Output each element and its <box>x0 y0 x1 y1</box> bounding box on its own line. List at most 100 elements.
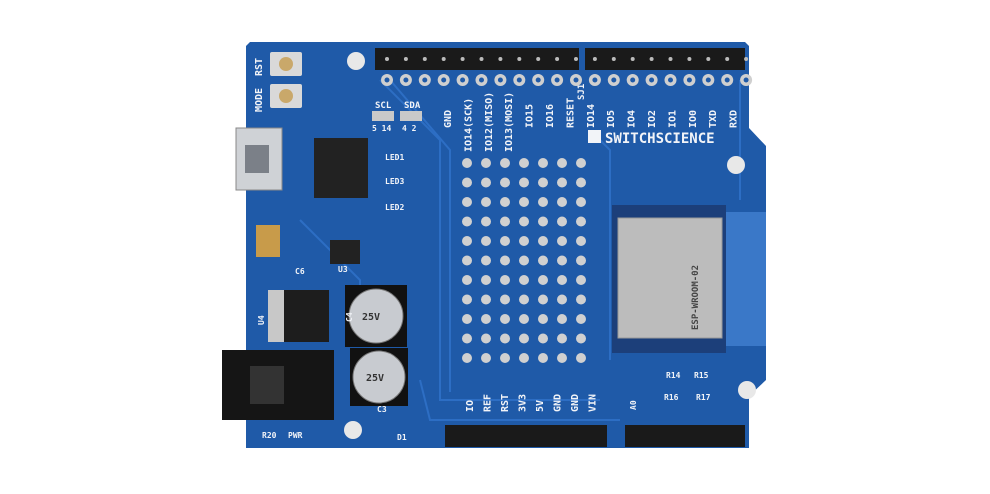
top-pin-label: IO16 <box>545 104 556 128</box>
header-pin <box>385 57 389 61</box>
proto-hole <box>576 197 586 207</box>
led1-label: LED1 <box>385 153 404 162</box>
proto-hole <box>462 314 472 324</box>
r14-label: R14 <box>666 371 681 380</box>
proto-hole <box>519 275 529 285</box>
mounting-hole <box>347 52 365 70</box>
header-pin <box>422 57 427 61</box>
bottom-header-right <box>625 425 745 447</box>
pin-pad-hole <box>705 77 711 83</box>
brand-logo: SWITCHSCIENCE <box>605 131 715 147</box>
proto-hole <box>557 158 567 168</box>
proto-hole <box>500 197 510 207</box>
capacitor-c3 <box>352 350 406 404</box>
bottom-header-left <box>445 425 607 447</box>
proto-hole <box>557 333 567 344</box>
u4-label: U4 <box>257 315 266 325</box>
pin-pad-hole <box>441 77 447 83</box>
usb-serial-chip <box>314 138 368 198</box>
proto-hole <box>500 294 510 305</box>
proto-hole <box>500 177 510 188</box>
top-pin-label: IO2 <box>647 110 658 128</box>
proto-hole <box>481 216 491 227</box>
pwr-label: PWR <box>288 431 303 440</box>
header-pin <box>630 57 635 61</box>
pin-pad-hole <box>668 77 673 83</box>
top-pin-label: RXD <box>729 110 740 128</box>
proto-hole <box>538 353 548 363</box>
proto-hole <box>576 158 586 168</box>
pin-pad-hole <box>403 77 409 83</box>
proto-hole <box>481 158 491 168</box>
proto-hole <box>576 333 586 344</box>
header-pin <box>498 57 503 61</box>
proto-hole <box>538 275 548 285</box>
header-pin <box>611 57 616 61</box>
header-pin <box>517 57 522 61</box>
proto-hole <box>500 353 510 363</box>
mode-button-cap <box>279 89 293 103</box>
a0-label: A0 <box>629 400 638 410</box>
proto-hole <box>500 255 510 266</box>
pin-pads <box>381 57 753 86</box>
header-pin <box>479 57 484 61</box>
pin-pad-hole <box>724 77 730 83</box>
pin-pad-hole <box>497 77 503 83</box>
proto-hole <box>481 275 491 285</box>
proto-hole <box>538 255 548 266</box>
sda-pins-label: 4 2 <box>402 124 417 133</box>
sda-label: SDA <box>404 101 421 111</box>
r20-label: R20 <box>262 431 277 440</box>
esp-wroom-02-shield <box>617 217 723 339</box>
capacitor-c3-text: 25V <box>366 373 384 384</box>
top-pin-label: GND <box>443 110 454 128</box>
brand-logo-icon <box>588 130 601 143</box>
proto-hole <box>576 314 586 324</box>
mounting-hole <box>344 421 362 439</box>
header-pin <box>744 57 749 61</box>
r15-label: R15 <box>694 371 709 380</box>
proto-grid <box>462 158 586 363</box>
proto-hole <box>462 275 472 285</box>
header-pin <box>649 57 654 61</box>
top-pin-label: IO15 <box>525 104 536 128</box>
proto-hole <box>557 294 567 305</box>
proto-hole <box>481 255 491 266</box>
proto-hole <box>481 177 491 188</box>
pin-pad-hole <box>554 77 560 83</box>
top-pin-label: IO1 <box>667 110 678 128</box>
proto-hole <box>481 236 491 246</box>
scl-jumper <box>372 111 394 121</box>
pin-pad-hole <box>611 77 617 83</box>
proto-hole <box>557 353 567 363</box>
proto-hole <box>519 197 529 207</box>
proto-hole <box>462 333 472 344</box>
reset-button-cap <box>279 57 293 71</box>
proto-hole <box>500 275 510 285</box>
r17-label: R17 <box>696 393 711 402</box>
proto-hole <box>462 353 472 363</box>
proto-hole <box>500 158 510 168</box>
proto-hole <box>481 197 491 207</box>
header-pin <box>403 57 408 61</box>
header-pin <box>441 57 446 61</box>
proto-hole <box>519 333 529 344</box>
proto-hole <box>462 158 472 168</box>
c4-label: C4 <box>345 312 354 322</box>
led3-label: LED3 <box>385 177 404 186</box>
proto-hole <box>576 275 586 285</box>
top-header-right <box>585 48 745 70</box>
mounting-hole <box>738 381 756 399</box>
top-header-left <box>375 48 579 70</box>
rst-label: RST <box>254 58 265 76</box>
proto-hole <box>500 333 510 344</box>
led2-label: LED2 <box>385 203 404 212</box>
mode-label: MODE <box>254 88 265 112</box>
proto-hole <box>538 197 548 207</box>
proto-hole <box>576 294 586 305</box>
proto-hole <box>462 197 472 207</box>
top-pin-label: IO4 <box>627 110 638 128</box>
proto-hole <box>519 216 529 227</box>
